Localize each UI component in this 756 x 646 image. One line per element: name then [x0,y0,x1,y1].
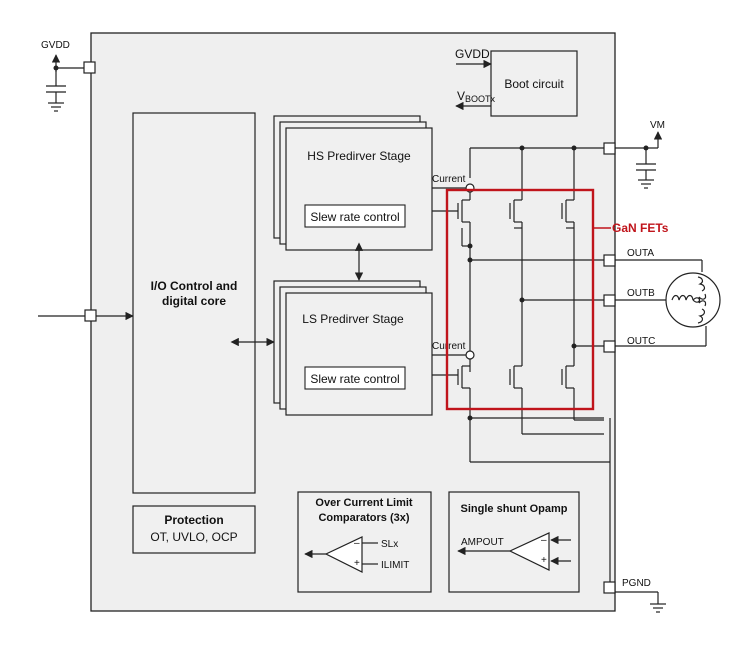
comparator-icon: – + [324,536,363,573]
outa-pin [603,254,616,267]
outc-pin-label: OUTC [627,336,655,347]
ls-predriver-label: LS Predirver Stage [302,312,404,326]
vm-pin-label: VM [650,120,665,131]
vm-pin [603,142,616,155]
gvdd-pin [83,61,96,74]
svg-text:+: + [354,558,360,569]
protection-title: Protection [164,513,223,527]
protection-block [132,505,256,554]
hs-predriver-block [285,127,433,251]
pgnd-pin-label: PGND [622,578,651,589]
outa-pin-label: OUTA [627,248,654,259]
ocl-title-line2: Comparators (3x) [318,512,409,524]
opamp-out-label: AMPOUT [461,537,504,548]
svg-text:+: + [541,555,547,566]
io-control-label-line2: digital core [162,294,226,308]
ls-slew-rate-block [304,366,406,390]
io-control-block [132,112,256,494]
boot-circuit-block [490,50,578,117]
gvdd-pin-label: GVDD [41,40,70,51]
gan-fets-highlight [445,188,595,411]
hs-current-label: Current [432,174,466,185]
opamp-icon: – + [508,532,550,571]
gvdd-pin-group: GVDD [41,40,96,112]
svg-text:–: – [354,538,360,549]
ground-icon [638,179,654,189]
fet-icon [509,199,522,223]
capacitor-icon [636,148,656,180]
svg-text:–: – [541,535,547,546]
ls-predriver-block [285,292,433,416]
pgnd-pin [603,581,616,594]
outc-pin [603,340,616,353]
fet-icon [561,365,574,389]
opamp-title: Single shunt Opamp [461,503,568,515]
outb-pin [603,294,616,307]
ocl-ilimit-label: ILIMIT [381,560,409,571]
power-stage-wiring: Current [432,145,611,582]
ocl-slx-label: SLx [381,539,398,550]
io-control-label-line1: I/O Control and [151,279,238,293]
gan-fets-label: GaN FETs [612,221,669,235]
fet-icon [457,365,470,389]
ground-icon [48,102,64,112]
boot-vboot-label: VBOOTx [457,89,496,104]
outb-pin-label: OUTB [627,288,655,299]
ocl-comparators-block [297,491,432,593]
protection-subtitle: OT, UVLO, OCP [150,530,237,544]
ls-current-label: Current [432,341,466,352]
boot-gvdd-label: GVDD [455,47,490,61]
fet-icon [509,365,522,389]
control-input-pin [38,309,134,322]
hs-slew-rate-block [304,204,406,228]
fet-icon [457,199,470,223]
motor-icon [665,272,721,328]
ocl-title-line1: Over Current Limit [315,497,413,509]
hs-slew-rate-label: Slew rate control [310,210,399,224]
fet-icon [561,199,574,223]
ls-current-sense [465,350,475,360]
ls-slew-rate-label: Slew rate control [310,372,399,386]
hs-predriver-label: HS Predirver Stage [307,149,411,163]
ground-icon [650,603,666,613]
boot-circuit-label: Boot circuit [504,77,564,91]
capacitor-icon [46,68,66,103]
